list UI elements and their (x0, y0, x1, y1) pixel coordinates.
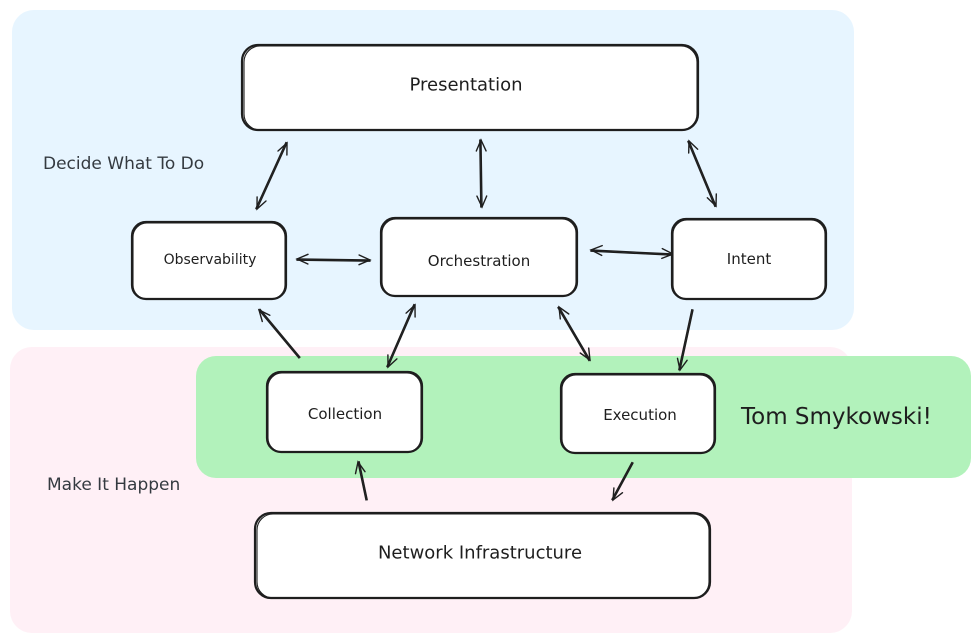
edge-orchestration-to-execution (557, 305, 591, 362)
highlight-label: Tom Smykowski! (740, 404, 932, 430)
node-network-label: Network Infrastructure (378, 543, 582, 564)
node-observability[interactable]: Observability (130, 220, 288, 301)
edge-execution-to-network (611, 461, 634, 502)
node-orchestration[interactable]: Orchestration (379, 216, 579, 298)
node-orchestration-label: Orchestration (428, 252, 530, 270)
edge-network-to-collection (354, 460, 368, 501)
edge-presentation-to-orchestration (475, 138, 488, 209)
node-intent-label: Intent (727, 250, 772, 268)
edge-presentation-to-observability (255, 141, 288, 211)
zone-decide-label: Decide What To Do (43, 154, 204, 174)
node-collection[interactable]: Collection (265, 370, 424, 454)
node-intent[interactable]: Intent (670, 217, 828, 301)
node-network[interactable]: Network Infrastructure (253, 511, 712, 600)
edge-intent-to-execution (676, 309, 694, 372)
edge-observability-to-orchestration (295, 253, 372, 266)
edges (255, 138, 717, 502)
edge-collection-to-observability (257, 308, 301, 359)
node-execution[interactable]: Execution (559, 372, 717, 455)
node-collection-label: Collection (308, 405, 382, 423)
edge-presentation-to-intent (687, 139, 717, 208)
node-presentation-label: Presentation (409, 75, 522, 96)
edge-orchestration-to-collection (386, 303, 416, 369)
node-presentation[interactable]: Presentation (240, 43, 700, 132)
zone-make-label: Make It Happen (47, 475, 180, 495)
node-observability-label: Observability (164, 252, 257, 268)
node-execution-label: Execution (603, 406, 677, 424)
